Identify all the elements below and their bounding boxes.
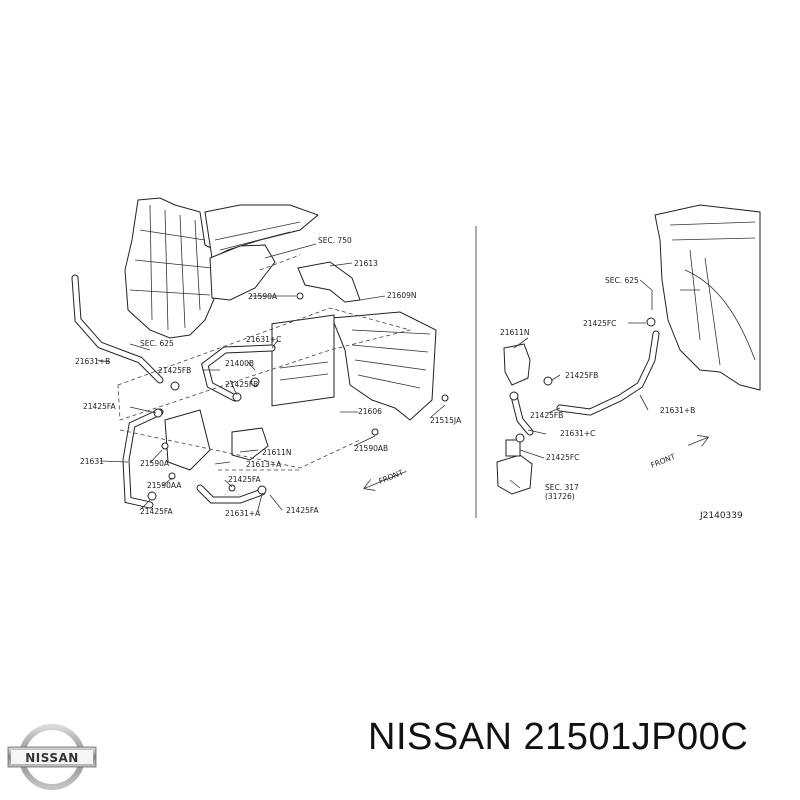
core-support [654,204,761,391]
label-21631C: 21631+C [560,429,595,438]
lower-panel [209,244,276,301]
label-21425FA: 21425FA [286,506,319,515]
label-21425FC: 21425FC [583,319,616,328]
bolt [371,428,379,436]
nissan-logo: NISSAN [7,724,97,790]
label-21400B: 21400B [225,359,254,368]
clamp [509,391,519,401]
label-21631C: 21631+C [246,335,281,344]
clamp [257,485,267,495]
label-21425FB: 21425FB [158,366,191,375]
label-21631B: 21631+B [660,406,695,415]
front-arrow-left [363,471,407,491]
svg-text:NISSAN: NISSAN [25,751,79,765]
label-21425FB: 21425FB [530,411,563,420]
label-sec-625: SEC. 625 [605,276,639,285]
label-21425FA: 21425FA [228,475,261,484]
label-21425FB: 21425FB [225,380,258,389]
clamp [543,376,553,386]
label-sec-317: SEC. 317 [545,483,579,492]
label-21515JA: 21515JA [430,416,462,425]
body-pillar [124,197,219,339]
clamp [170,381,180,391]
label-21613A: 21613+A [246,460,282,469]
label-sec-750: SEC. 750 [318,236,352,245]
clamp [232,392,242,402]
bracket-lower [164,409,211,471]
clamp [515,433,525,443]
label-21611N: 21611N [500,328,529,337]
clamp [228,484,236,492]
fitting-sec-317 [496,454,533,495]
label-front: FRONT [649,452,677,470]
dashed-outline [117,307,412,421]
label-21590A: 21590A [248,292,278,301]
clamp [147,491,157,501]
label-21631B: 21631+B [75,357,110,366]
shroud-21609N [331,311,437,421]
bolt [441,394,449,402]
bolt [168,472,176,480]
oil-cooler-21606 [271,314,335,407]
label-21425FA: 21425FA [140,507,173,516]
label-21631: 21631 [80,457,104,466]
label-21590AB: 21590AB [354,444,388,453]
label-21609N: 21609N [387,291,416,300]
front-arrow-right [687,434,709,447]
bracket-21613 [297,261,361,303]
bolt [250,377,260,387]
label-21590A-mid: 21590A [140,459,170,468]
drawing-id: J2140339 [699,511,743,521]
label-sec-317-sub: (31726) [545,492,575,501]
label-21611N: 21611N [262,448,291,457]
bolt [161,442,169,450]
label-21425FB: 21425FB [565,371,598,380]
label-21590AA: 21590AA [147,481,182,490]
dashed-outline [119,429,361,469]
label-21425FA: 21425FA [83,402,116,411]
part-title: NISSAN 21501JP00C [368,716,749,758]
bolt [296,292,304,300]
left-diagram: SEC. 750 21613 21590A 21609N SEC. 625 21… [71,197,462,518]
valve-21611N-right [503,343,531,386]
label-21425FC: 21425FC [546,453,579,462]
label-21631A: 21631+A [225,509,261,518]
clamp [153,408,163,418]
label-sec-625: SEC. 625 [140,339,174,348]
label-front: FRONT [377,468,405,486]
label-21606: 21606 [358,407,382,416]
right-diagram: SEC. 625 21425FC 21611N 21425FB 21425FB … [496,204,761,521]
clamp [646,317,656,327]
label-21613: 21613 [354,259,378,268]
